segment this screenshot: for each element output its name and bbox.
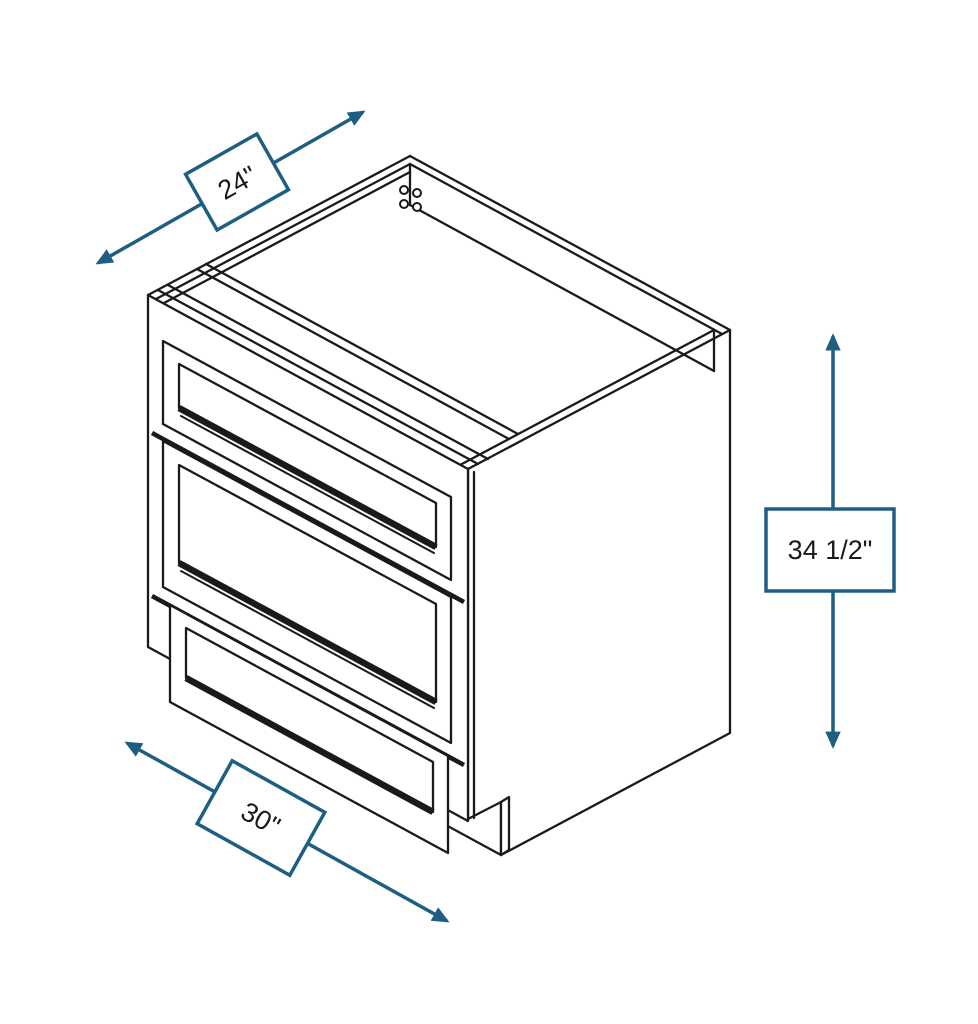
drawer-1: [161, 339, 453, 582]
width-label-box: [194, 758, 328, 878]
screw-holes: [399, 185, 422, 212]
depth-dimension: 24": [95, 110, 366, 265]
height-label: 34 1/2": [788, 535, 873, 565]
height-dimension: 34 1/2": [764, 333, 896, 749]
drawer-gap-shadow-1: [150, 430, 466, 605]
back-rail: [399, 162, 716, 373]
cabinet-line-art: [146, 154, 732, 857]
depth-label-box: [183, 131, 291, 233]
width-dimension: 30": [124, 741, 450, 923]
side-panel: [466, 328, 732, 857]
height-label-box: [764, 507, 896, 593]
drawer-2: [161, 439, 453, 745]
